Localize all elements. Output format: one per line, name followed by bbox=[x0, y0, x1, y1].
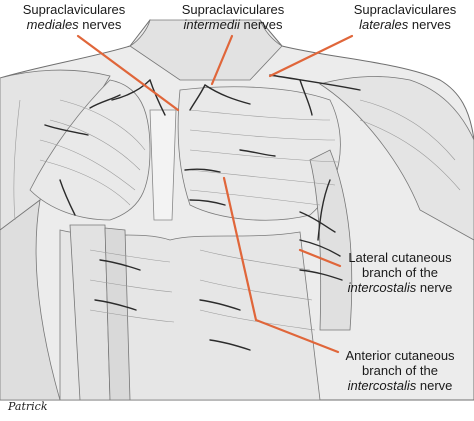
label-rest: nerves bbox=[408, 17, 451, 32]
artist-signature: Patrick bbox=[8, 400, 48, 413]
label-line: laterales nerves bbox=[338, 17, 472, 32]
label-italic: laterales bbox=[359, 17, 409, 32]
leader-lateral-cutaneous bbox=[298, 248, 342, 268]
label-italic: mediales bbox=[26, 17, 79, 32]
label-supraclaviculares-mediales: Supraclaviculares mediales nerves bbox=[4, 2, 144, 32]
leader-supraclaviculares-intermedii bbox=[210, 34, 234, 86]
label-line: branch of the bbox=[362, 363, 438, 378]
label-line: Anterior cutaneous bbox=[345, 348, 455, 363]
label-italic: intercostalis bbox=[347, 280, 417, 295]
label-lateral-cutaneous-branch: Lateral cutaneous branch of the intercos… bbox=[330, 250, 470, 295]
label-rest: nerve bbox=[416, 280, 453, 295]
label-line: mediales nerves bbox=[4, 17, 144, 32]
torso bbox=[0, 19, 474, 401]
label-line: Supraclaviculares bbox=[353, 2, 457, 17]
label-line: Lateral cutaneous bbox=[348, 250, 452, 265]
label-supraclaviculares-intermedii: Supraclaviculares intermedii nerves bbox=[168, 2, 298, 32]
label-line: branch of the bbox=[362, 265, 438, 280]
label-line: intercostalis nerve bbox=[330, 378, 470, 393]
label-line: Supraclaviculares bbox=[181, 2, 285, 17]
leader-anterior-cutaneous bbox=[222, 176, 340, 354]
label-line: intermedii nerves bbox=[168, 17, 298, 32]
label-line: intercostalis nerve bbox=[330, 280, 470, 295]
label-anterior-cutaneous-branch: Anterior cutaneous branch of the interco… bbox=[330, 348, 470, 393]
leader-lines bbox=[76, 34, 354, 354]
label-supraclaviculares-laterales: Supraclaviculares laterales nerves bbox=[338, 2, 472, 32]
muscle-fibers bbox=[13, 99, 461, 331]
label-italic: intermedii bbox=[183, 17, 240, 32]
label-rest: nerves bbox=[239, 17, 283, 32]
nerve-branches bbox=[44, 74, 361, 351]
leader-supraclaviculares-mediales bbox=[76, 34, 180, 112]
leader-supraclaviculares-laterales bbox=[268, 34, 354, 78]
label-line: Supraclaviculares bbox=[22, 2, 126, 17]
label-rest: nerve bbox=[416, 378, 453, 393]
label-rest: nerves bbox=[78, 17, 122, 32]
label-italic: intercostalis bbox=[347, 378, 417, 393]
